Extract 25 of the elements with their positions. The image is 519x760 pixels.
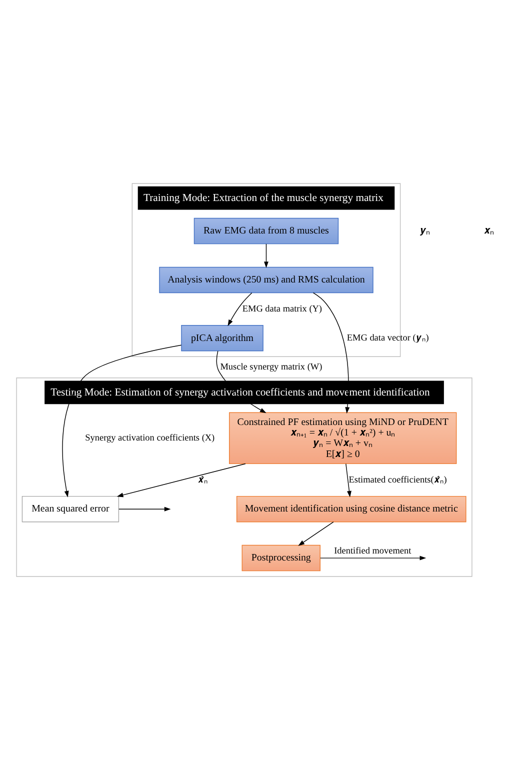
label: 𝒙ₙ <box>484 226 494 237</box>
arrow <box>264 244 268 268</box>
arrow <box>298 522 334 546</box>
arrow <box>346 463 352 498</box>
arrow <box>118 506 171 512</box>
edge-label: Muscle synergy matrix (W) <box>220 362 322 372</box>
arrow <box>62 344 182 498</box>
node-box: Mean squared error <box>22 496 120 522</box>
node-box: Raw EMG data from 8 muscles <box>194 218 339 244</box>
edge-label: Estimated coefficients(𝒙̂ₙ) <box>348 474 447 484</box>
node-box: Analysis windows (250 ms) and RMS calculation <box>159 266 374 294</box>
arrow <box>216 350 266 414</box>
arrow <box>312 292 350 414</box>
edge-label: EMG data matrix (Y) <box>242 303 322 314</box>
arrow <box>228 292 252 326</box>
node-box: Movement identification using cosine distance metric <box>236 496 466 522</box>
node-box: Postprocessing <box>242 544 320 572</box>
arrow <box>320 556 426 560</box>
label: 𝒚ₙ <box>420 226 430 237</box>
node-box: pICA algorithm <box>181 325 264 352</box>
arrow <box>116 463 246 498</box>
edge-label: 𝒙̂ₙ <box>198 474 208 484</box>
edge-label: Synergy activation coefficients (X) <box>85 432 215 443</box>
node-box: Constrained PF estimation using MiND or PruDENT 𝒙ₙ₊₁ = 𝒙ₙ / √(1 + 𝒙ₙ²) + uₙ 𝒚ₙ = W𝒙ₙ + vₙ E[𝒙] ≥ 0 <box>229 412 457 464</box>
edge-label: Identified movement <box>334 545 412 556</box>
